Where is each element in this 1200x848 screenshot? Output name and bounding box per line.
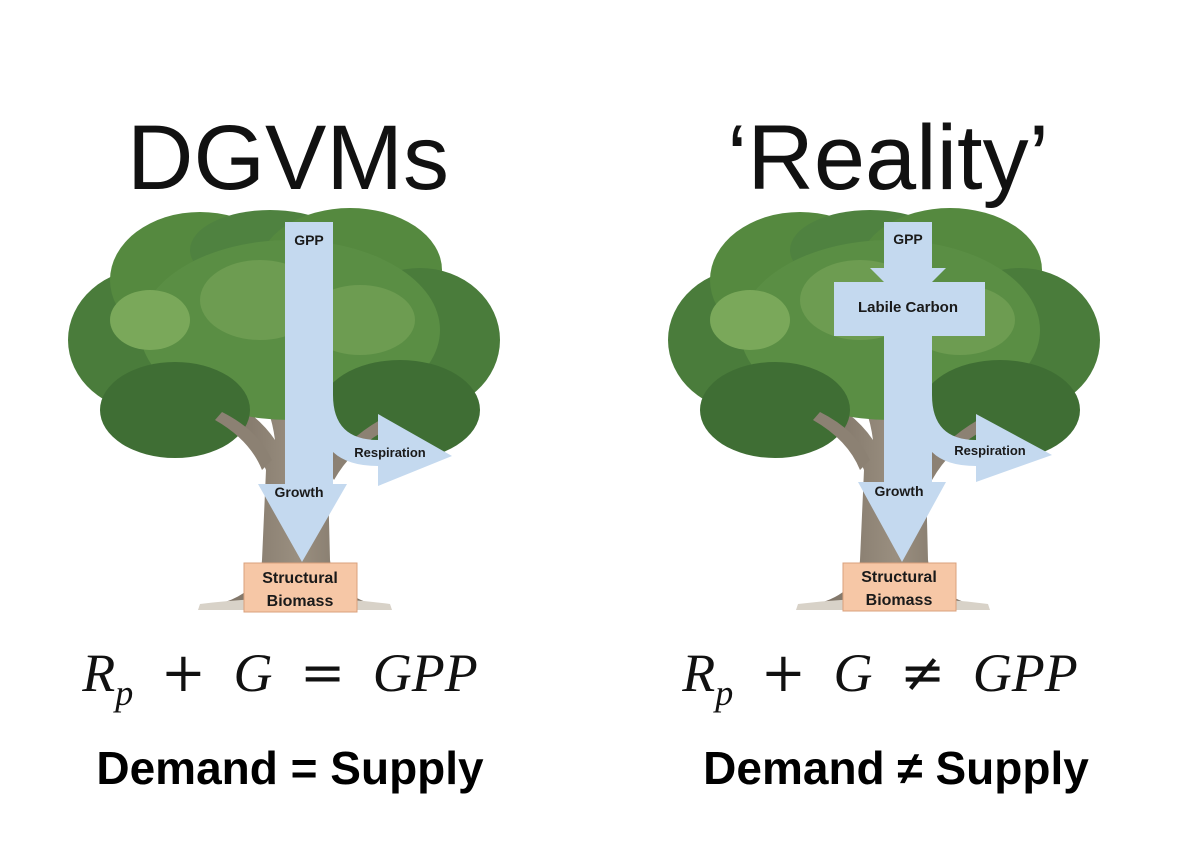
left-equation: Rp + G = GPP <box>0 638 560 728</box>
left-growth-label: Growth <box>275 484 324 500</box>
left-eq-plus: + <box>160 641 207 704</box>
left-eq-r-subscript: p <box>115 673 134 713</box>
right-tree: GPP Labile Carbon Respiration Growth Str… <box>668 208 1100 612</box>
left-tree: GPP Respiration Growth Structural Biomas… <box>68 208 500 613</box>
left-biomass-box: Structural Biomass <box>243 562 358 613</box>
reality-title: ‘Reality’ <box>726 107 1050 209</box>
right-eq-r-subscript: p <box>715 673 734 713</box>
demand-not-equal-supply: Demand ≠ Supply <box>703 742 1089 794</box>
left-biomass-line1: Structural <box>262 570 338 587</box>
right-eq-r: R <box>682 643 716 703</box>
right-gpp-label: GPP <box>893 231 923 247</box>
right-eq-g: G <box>833 643 873 703</box>
left-eq-g: G <box>233 643 273 703</box>
right-eq-relation: ≠ <box>900 641 946 704</box>
left-flow-arrow <box>258 222 452 562</box>
right-eq-gpp: GPP <box>972 643 1078 703</box>
right-equation: Rp + G ≠ GPP <box>600 638 1160 728</box>
left-gpp-label: GPP <box>294 232 324 248</box>
right-biomass-line1: Structural <box>861 569 937 586</box>
right-labile-carbon-label: Labile Carbon <box>858 299 958 316</box>
right-eq-plus: + <box>760 641 807 704</box>
right-biomass-line2: Biomass <box>866 592 933 609</box>
left-eq-r: R <box>82 643 116 703</box>
left-eq-gpp: GPP <box>372 643 478 703</box>
right-growth-label: Growth <box>875 483 924 499</box>
right-respiration-label: Respiration <box>954 443 1026 458</box>
demand-equals-supply: Demand = Supply <box>96 742 484 794</box>
left-eq-relation: = <box>300 641 346 704</box>
dgvms-title: DGVMs <box>127 107 449 209</box>
right-flow-arrow <box>834 222 1052 562</box>
left-biomass-line2: Biomass <box>267 593 334 610</box>
left-respiration-label: Respiration <box>354 445 426 460</box>
right-biomass-box: Structural Biomass <box>842 562 957 612</box>
